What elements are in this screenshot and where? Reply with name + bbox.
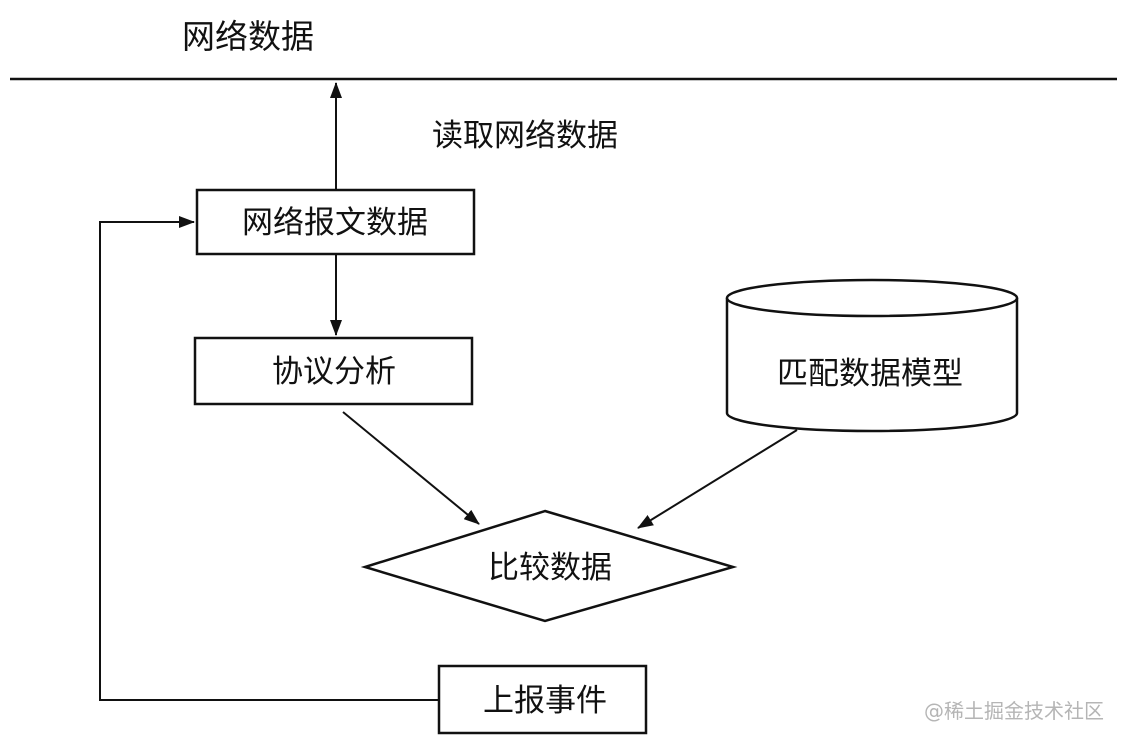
compare-data-label: 比较数据 [488,550,612,586]
model-to-compare-arrow [637,429,798,529]
packet-data-label: 网络报文数据 [242,205,428,241]
compare-data-diamond [360,509,738,623]
data-model-cylinder-body [725,298,1019,433]
data-model-node: 匹配数据模型 [725,278,1019,433]
report-event-box [437,664,648,735]
read-network-data-label: 读取网络数据 [432,118,618,154]
compare-data-node: 比较数据 [360,509,738,623]
report-feedback-arrow [99,216,439,701]
protocol-analysis-box [193,336,474,406]
packet-data-box [195,188,476,256]
protocol-to-compare-arrow [342,411,480,525]
report-event-node: 上报事件 [437,664,648,735]
report-event-label: 上报事件 [483,683,607,719]
network-data-label: 网络数据 [182,17,314,56]
packet-data-node: 网络报文数据 [195,188,476,256]
protocol-analysis-node: 协议分析 [193,336,474,406]
data-model-cylinder-top [725,278,1019,318]
data-model-label: 匹配数据模型 [777,356,963,392]
watermark-text: @稀土掘金技术社区 [924,699,1104,723]
protocol-analysis-label: 协议分析 [272,354,396,390]
